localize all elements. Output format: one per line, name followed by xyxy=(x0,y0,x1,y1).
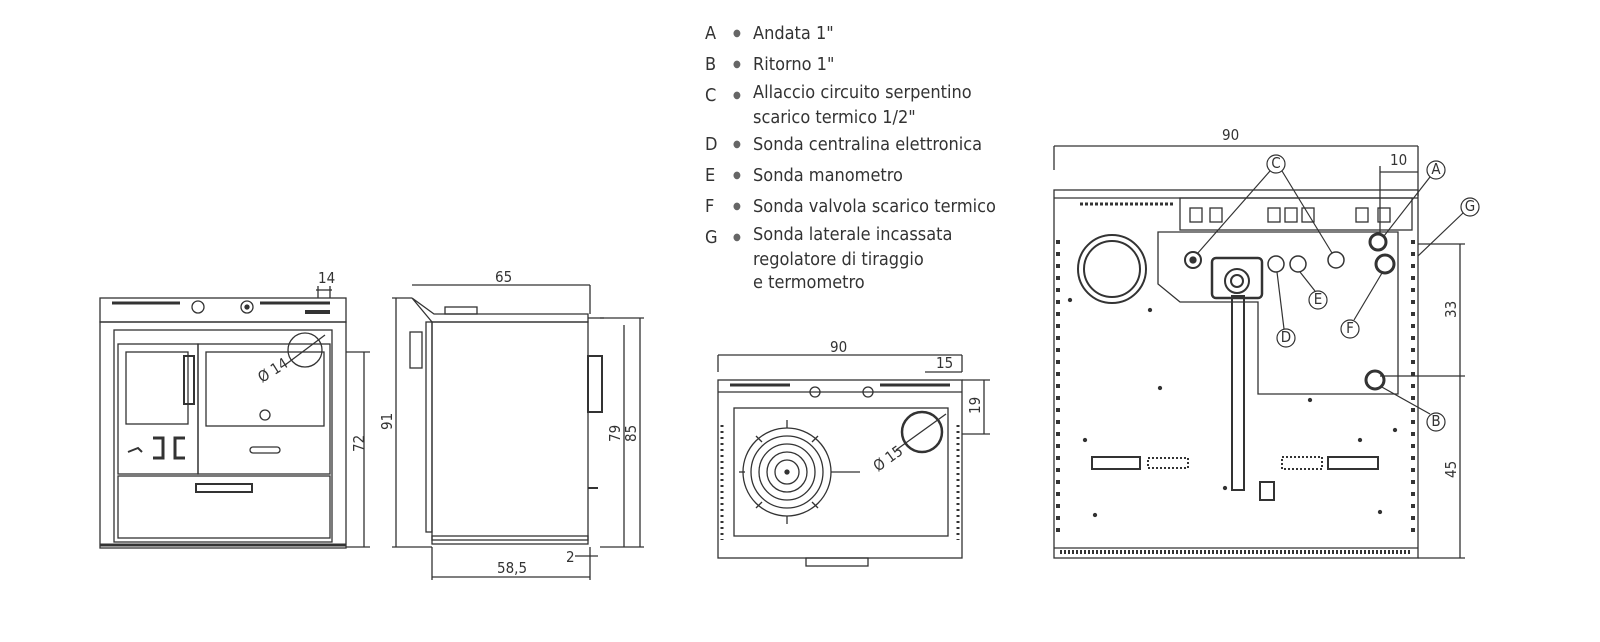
top-dim-width: 90 xyxy=(830,338,847,356)
front-dim-height: 72 xyxy=(350,435,368,452)
legend-letter: F xyxy=(705,196,715,217)
legend: A ● Andata 1" B ● Ritorno 1" C ● Allacci… xyxy=(705,18,1005,294)
legend-text: e termometro xyxy=(753,272,865,293)
top-dim-15: 15 xyxy=(936,354,953,372)
legend-item-c: C ● Allaccio circuito serpentino scarico… xyxy=(705,80,1005,129)
callout-d: D xyxy=(1281,328,1291,346)
front-dim-top: 14 xyxy=(318,269,335,287)
legend-item-a: A ● Andata 1" xyxy=(705,18,1005,49)
bullet-icon: ● xyxy=(733,170,741,181)
callout-g: G xyxy=(1465,197,1475,215)
legend-item-d: D ● Sonda centralina elettronica xyxy=(705,129,1005,160)
rear-dim-width: 90 xyxy=(1222,126,1239,144)
legend-item-g: G ● Sonda laterale incassata regolatore … xyxy=(705,222,1005,294)
legend-item-b: B ● Ritorno 1" xyxy=(705,49,1005,80)
legend-letter: E xyxy=(705,165,716,186)
top-view: 90 15 19 Ø 15 xyxy=(717,338,990,567)
legend-letter: D xyxy=(705,134,718,155)
front-dim-diam: Ø 14 xyxy=(255,354,292,386)
bullet-icon: ● xyxy=(733,232,741,243)
top-dim-19: 19 xyxy=(966,397,984,414)
callout-a: A xyxy=(1431,160,1441,178)
bullet-icon: ● xyxy=(733,59,741,70)
legend-item-e: E ● Sonda manometro xyxy=(705,160,1005,191)
legend-text: scarico termico 1/2" xyxy=(753,107,916,128)
bullet-icon: ● xyxy=(733,139,741,150)
side-view: 65 91 79 85 58,5 2 xyxy=(378,268,644,580)
callout-f: F xyxy=(1346,319,1354,337)
legend-text: Sonda manometro xyxy=(753,165,903,186)
callout-e: E xyxy=(1314,290,1323,308)
side-dim-2: 2 xyxy=(566,548,575,566)
rear-dim-10: 10 xyxy=(1390,151,1407,169)
legend-letter: C xyxy=(705,85,717,106)
legend-letter: G xyxy=(705,227,718,248)
rear-dim-45: 45 xyxy=(1442,461,1460,478)
rear-dim-33: 33 xyxy=(1442,301,1460,318)
rear-view: 90 10 33 45 C A G E D F B xyxy=(1053,126,1480,559)
side-dim-79: 79 xyxy=(606,425,624,442)
side-dim-top: 65 xyxy=(495,268,512,286)
side-dim-bottom: 58,5 xyxy=(497,559,527,577)
legend-text: Allaccio circuito serpentino xyxy=(753,82,972,103)
legend-text: regolatore di tiraggio xyxy=(753,249,924,270)
legend-text: Sonda valvola scarico termico xyxy=(753,196,996,217)
bullet-icon: ● xyxy=(733,201,741,212)
callout-c: C xyxy=(1271,154,1280,172)
legend-item-f: F ● Sonda valvola scarico termico xyxy=(705,191,1005,222)
legend-text: Sonda laterale incassata xyxy=(753,224,953,245)
legend-letter: B xyxy=(705,54,717,75)
legend-text: Ritorno 1" xyxy=(753,54,835,75)
side-dim-85: 85 xyxy=(622,425,640,442)
front-view: 14 72 Ø 14 xyxy=(99,269,370,549)
callout-b: B xyxy=(1431,412,1440,430)
bullet-icon: ● xyxy=(733,28,741,39)
side-dim-total: 91 xyxy=(378,413,396,430)
legend-letter: A xyxy=(705,23,717,44)
legend-text: Andata 1" xyxy=(753,23,834,44)
legend-text: Sonda centralina elettronica xyxy=(753,134,983,155)
bullet-icon: ● xyxy=(733,90,741,101)
